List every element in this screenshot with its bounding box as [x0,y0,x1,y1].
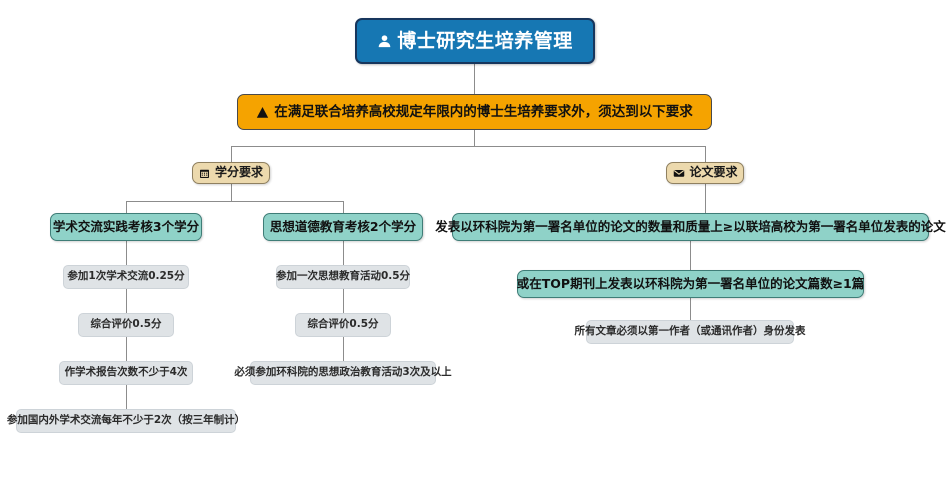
category-label-credits: 学分要求 [215,165,264,180]
connector-thesis-down [705,184,706,214]
requirement-label-academic-exchange: 学术交流实践考核3个学分 [52,219,200,235]
connector-ideological-d2 [343,289,344,313]
requirement-box-ideological[interactable]: 思想道德教育考核2个学分 [263,213,423,241]
detail-box-ideological-1[interactable]: 参加一次思想教育活动0.5分 [276,265,410,289]
detail-label-academic-1: 参加1次学术交流0.25分 [67,270,185,283]
connector-ideological-d1 [343,241,344,265]
requirement-label-paper-quantity: 发表以环科院为第一署名单位的论文的数量和质量上≥以联培高校为第一署名单位发表的论… [435,219,946,235]
detail-box-ideological-3[interactable]: 必须参加环科院的思想政治教育活动3次及以上 [234,361,452,385]
connector-warning-bus [231,146,705,147]
requirement-box-paper-quantity[interactable]: 发表以环科院为第一署名单位的论文的数量和质量上≥以联培高校为第一署名单位发表的论… [435,213,946,241]
connector-ideological-d3 [343,337,344,361]
connector-topjournal-to-detail [690,298,691,320]
detail-label-academic-3: 作学术报告次数不少于4次 [64,366,188,379]
root-title-label: 博士研究生培养管理 [397,29,573,52]
detail-box-academic-4[interactable]: 参加国内外学术交流每年不少于2次（按三年制计） [7,409,245,433]
connector-warning-down [474,130,475,146]
connector-paper-to-topjournal [690,241,691,270]
detail-label-ideological-1: 参加一次思想教育活动0.5分 [275,270,411,283]
requirement-label-ideological: 思想道德教育考核2个学分 [269,219,417,235]
detail-label-thesis-1: 所有文章必须以第一作者（或通讯作者）身份发表 [574,325,806,338]
connector-bus-to-academic [126,201,127,214]
connector-bus-to-credits [231,146,232,162]
warning-triangle-icon [256,106,269,119]
connector-bus-to-thesis [705,146,706,162]
warning-label: 在满足联合培养高校规定年限内的博士生培养要求外，须达到以下要求 [274,103,693,120]
connector-academic-d1 [126,241,127,265]
category-box-credits[interactable]: 学分要求 [192,162,270,184]
requirement-box-academic-exchange[interactable]: 学术交流实践考核3个学分 [50,213,202,241]
detail-box-academic-3[interactable]: 作学术报告次数不少于4次 [59,361,193,385]
envelope-icon [673,167,685,179]
connector-credits-bus [126,201,343,202]
calendar-icon [199,168,210,179]
detail-box-academic-2[interactable]: 综合评价0.5分 [78,313,174,337]
requirement-label-top-journal: 或在TOP期刊上发表以环科院为第一署名单位的论文篇数≥1篇 [516,276,865,292]
connector-credits-down [231,184,232,201]
detail-box-thesis-1[interactable]: 所有文章必须以第一作者（或通讯作者）身份发表 [575,320,806,344]
warning-box[interactable]: 在满足联合培养高校规定年限内的博士生培养要求外，须达到以下要求 [237,94,712,130]
connector-root-to-warning [474,64,475,94]
detail-box-academic-1[interactable]: 参加1次学术交流0.25分 [63,265,189,289]
requirement-box-top-journal[interactable]: 或在TOP期刊上发表以环科院为第一署名单位的论文篇数≥1篇 [517,270,864,298]
connector-bus-to-ideological [343,201,344,214]
category-label-thesis: 论文要求 [689,165,738,180]
detail-label-ideological-3: 必须参加环科院的思想政治教育活动3次及以上 [234,366,452,379]
detail-label-academic-4: 参加国内外学术交流每年不少于2次（按三年制计） [6,414,246,427]
root-title-box[interactable]: 博士研究生培养管理 [355,18,595,64]
detail-box-ideological-2[interactable]: 综合评价0.5分 [295,313,391,337]
detail-label-ideological-2: 综合评价0.5分 [307,318,379,331]
detail-label-academic-2: 综合评价0.5分 [90,318,162,331]
connector-academic-d4 [126,385,127,409]
connector-academic-d2 [126,289,127,313]
category-box-thesis[interactable]: 论文要求 [666,162,744,184]
person-icon [377,34,392,49]
connector-academic-d3 [126,337,127,361]
